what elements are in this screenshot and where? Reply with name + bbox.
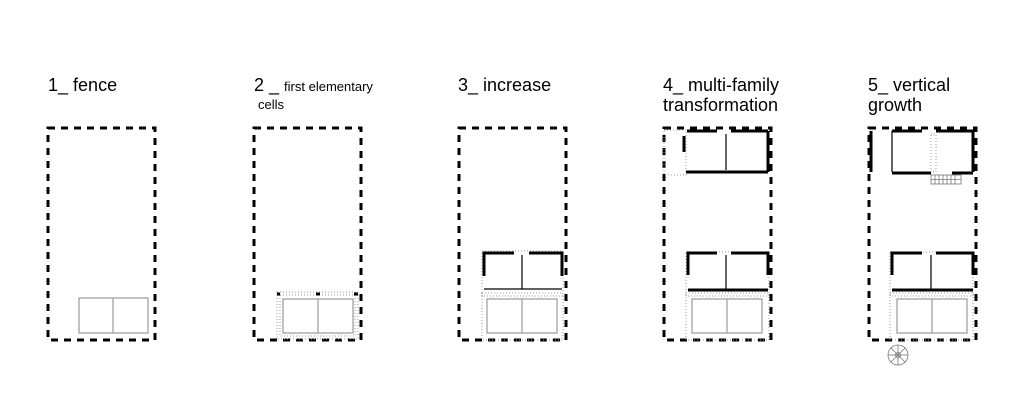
fence-outline xyxy=(662,126,773,342)
middle-walls xyxy=(686,251,770,275)
spiral-stair-icon xyxy=(887,344,909,366)
step-2-plan xyxy=(252,126,363,342)
straight-stair xyxy=(930,174,962,185)
fence-outline xyxy=(46,126,157,342)
step-1-plan xyxy=(46,126,157,342)
step-5-label-line2: growth xyxy=(868,95,923,115)
step-1-number: 1_ xyxy=(48,75,69,95)
step-1-label: fence xyxy=(73,75,118,95)
fence-outline xyxy=(457,126,568,342)
middle-walls xyxy=(890,251,975,275)
step-4-number: 4_ xyxy=(663,75,684,95)
dotted-frame-lower xyxy=(685,292,770,341)
step-3-title: 3_ increase xyxy=(458,75,551,95)
dotted-frame xyxy=(276,291,359,340)
upper-walls xyxy=(482,251,564,276)
dotted-frame-lower xyxy=(889,292,974,341)
step-5-title: 5_ vertical growth xyxy=(868,75,950,115)
step-2-label-line2: cells xyxy=(258,97,285,112)
fence-outline xyxy=(867,126,978,342)
step-3-label: increase xyxy=(483,75,552,95)
step-5-number: 5_ xyxy=(868,75,889,95)
step-2-label: first elementary xyxy=(284,79,373,94)
dotted-frame-lower xyxy=(481,292,564,341)
step-3-number: 3_ xyxy=(458,75,479,95)
top-walls xyxy=(869,129,975,172)
step-5-label: vertical xyxy=(893,75,951,95)
step-4-label-line2: transformation xyxy=(663,95,779,115)
dotted-frame-inner xyxy=(279,294,356,337)
step-1-title: 1_ fence xyxy=(48,75,117,95)
step-2-number: 2 _ xyxy=(254,75,280,95)
step-2-title: 2 _ first elementary cells xyxy=(254,75,373,113)
step-5-plan xyxy=(867,126,978,366)
step-4-plan xyxy=(662,126,773,342)
step-4-title: 4_ multi-family transformation xyxy=(663,75,779,115)
step-4-label: multi-family xyxy=(688,75,780,95)
fence-outline xyxy=(252,126,363,342)
dotted-opening xyxy=(930,133,937,173)
step-3-plan xyxy=(457,126,568,342)
top-walls xyxy=(682,129,768,152)
dotted-strip-top xyxy=(663,129,687,176)
